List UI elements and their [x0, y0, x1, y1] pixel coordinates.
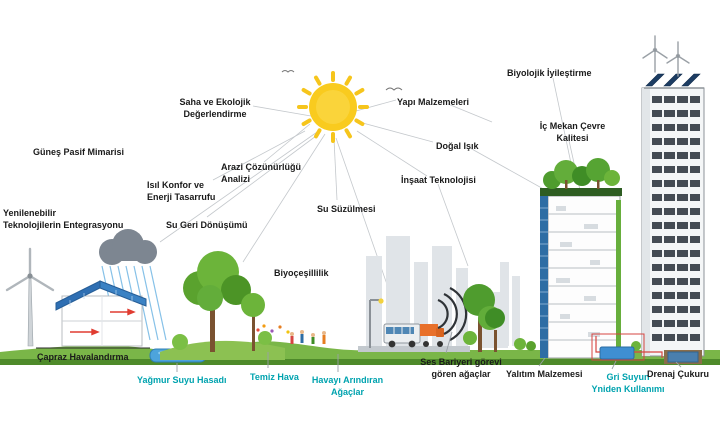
label-arazi-cozunurlugu: Arazi Çözünürlüğü Analizi	[221, 162, 301, 185]
green-building	[540, 158, 622, 359]
house-solar-panels	[55, 280, 147, 311]
label-yalitim-malzemesi: Yalıtım Malzemesi	[506, 369, 583, 379]
label-gri-suyun: Gri Suyun Yniden Kullanımı	[591, 372, 665, 395]
label-yenilenebilir-teknolojiler: Yenilenebilir Teknolojilerin Entegrasyon…	[3, 208, 124, 231]
label-insaat-teknolojisi: İnşaat Teknolojisi	[401, 175, 476, 185]
label-ic-mekan-cevre: İç Mekan Çevre Kalitesi	[539, 121, 606, 144]
label-ses-bariyeri: Ses Bariyeri görevi gören ağaçlar	[420, 357, 502, 380]
label-temiz-hava: Temiz Hava	[250, 372, 299, 382]
grey-water-tank	[591, 333, 663, 361]
label-dogal-isik: Doğal Işık	[436, 141, 479, 151]
label-biyolojik-iyilestirme: Biyolojik İyileştirme	[507, 68, 592, 78]
wind-turbine-left	[5, 247, 55, 347]
green-wall	[616, 200, 621, 358]
drainage-pit	[664, 350, 702, 364]
tower-building	[641, 35, 705, 357]
leader-lines	[176, 331, 682, 372]
label-yagmur-suyu-hasadi: Yağmur Suyu Hasadı	[137, 375, 227, 385]
sound-barrier-trees	[463, 284, 505, 352]
road	[358, 346, 470, 352]
rooftop-wind-turbines	[642, 35, 690, 77]
rain-cloud	[99, 229, 157, 265]
label-biyocesitlilik: Biyoçeşillilik	[274, 268, 329, 278]
label-su-suzulmesi: Su Süzülmesi	[317, 204, 376, 214]
biodiversity-flowers	[256, 324, 290, 334]
rooftop-solar-panels	[644, 73, 704, 89]
sun	[297, 71, 369, 143]
label-drenaj-cukuru: Drenaj Çukuru	[647, 369, 710, 379]
birds	[281, 70, 403, 91]
label-saha-ekolojik: Saha ve Ekolojik Değerlendirme	[179, 97, 251, 120]
truck	[420, 324, 444, 347]
street-lamp	[369, 298, 384, 348]
cross-ventilation-arrows	[70, 308, 136, 336]
facade-solar-panel	[540, 196, 548, 358]
label-capraz-havalandirma: Çapraz Havalandırma	[37, 352, 129, 362]
sound-waves	[437, 287, 468, 341]
trees-left	[160, 251, 290, 360]
roof-garden	[540, 158, 622, 196]
label-gunes-pasif-mimarisi: Güneş Pasif Mimarisi	[33, 147, 125, 157]
passive-house	[55, 280, 147, 347]
people	[290, 330, 326, 344]
label-havayi-arindiran-agaclar: Havayı Arındıran Ağaçlar	[311, 375, 384, 398]
label-su-geri-donusumu: Su Geri Dönüşümü	[166, 220, 248, 230]
label-isil-konfor: Isıl Konfor ve Enerji Tasarrufu	[147, 180, 216, 203]
label-yapi-malzemeleri: Yapı Malzemeleri	[397, 97, 470, 107]
